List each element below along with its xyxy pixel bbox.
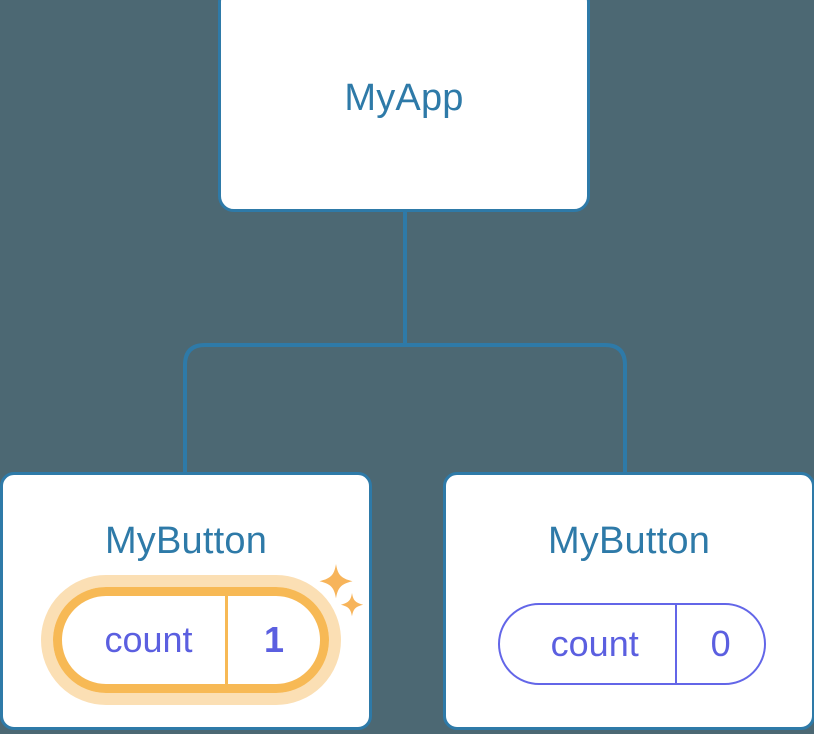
node-title-myapp: MyApp [344, 77, 464, 119]
prop-value-left: 1 [225, 596, 320, 684]
prop-pill-left[interactable]: count 1 [53, 587, 329, 693]
prop-badge-highlighted[interactable]: count 1 [41, 575, 341, 705]
node-title-mybutton-right: MyButton [547, 520, 711, 562]
edge-branch-bus [183, 343, 627, 472]
prop-key-left: count [104, 619, 193, 660]
node-card-myapp[interactable]: MyApp [218, 0, 590, 212]
node-card-mybutton-left[interactable]: MyButton count 1 [0, 472, 372, 730]
node-title-mybutton-left: MyButton [104, 520, 268, 562]
prop-key-right: count [550, 623, 639, 664]
prop-value-right: 0 [675, 605, 764, 683]
node-card-mybutton-right[interactable]: MyButton count 0 [443, 472, 814, 730]
prop-pill-right[interactable]: count 0 [498, 603, 766, 685]
